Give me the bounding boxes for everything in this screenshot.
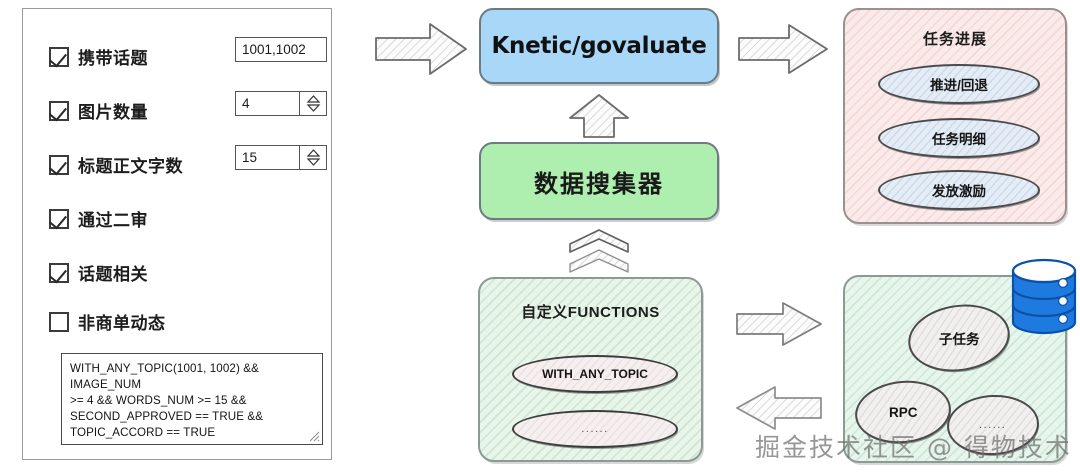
progress-label: 任务明细 xyxy=(932,132,986,147)
expression-text: WITH_ANY_TOPIC(1001, 1002) && IMAGE_NUM … xyxy=(70,362,264,439)
expression-textarea[interactable]: WITH_ANY_TOPIC(1001, 1002) && IMAGE_NUM … xyxy=(61,353,323,445)
collector-box[interactable]: 数据搜集器 xyxy=(479,142,719,220)
arrow-functions-to-collector xyxy=(569,229,629,273)
form-row-2[interactable]: 标题正文字数 xyxy=(49,152,183,177)
checkbox-second-approved[interactable] xyxy=(49,208,69,229)
function-ellipse-more[interactable]: ...... xyxy=(512,410,678,448)
custom-functions-box[interactable]: 自定义FUNCTIONS WITH_ANY_TOPIC ...... xyxy=(478,277,703,462)
engine-title: Knetic/govaluate xyxy=(491,33,707,59)
task-ellipse-rpc[interactable]: RPC xyxy=(852,376,954,448)
form-row-3[interactable]: 通过二审 xyxy=(49,206,148,231)
task-progress-title: 任务进展 xyxy=(922,31,987,48)
form-row-4[interactable]: 话题相关 xyxy=(49,260,148,285)
form-row-0[interactable]: 携带话题 xyxy=(49,44,148,69)
resize-grip-icon[interactable] xyxy=(309,431,320,442)
form-row-label: 话题相关 xyxy=(78,265,148,284)
checkbox-word-count[interactable] xyxy=(49,154,69,175)
collector-title: 数据搜集器 xyxy=(534,170,664,198)
engine-box[interactable]: Knetic/govaluate xyxy=(479,8,719,84)
progress-ellipse-task-detail[interactable]: 任务明细 xyxy=(878,118,1040,158)
progress-label: 推进/回退 xyxy=(930,78,988,93)
image-count-stepper[interactable]: 4 xyxy=(235,91,327,116)
task-ellipse-subtask[interactable]: 子任务 xyxy=(903,298,1015,378)
arrow-tasks-to-functions xyxy=(736,386,822,430)
task-ellipse-more[interactable]: ...... xyxy=(945,392,1041,458)
custom-functions-title: 自定义FUNCTIONS xyxy=(521,304,660,321)
arrow-collector-to-engine xyxy=(569,94,629,138)
function-label: WITH_ANY_TOPIC xyxy=(542,367,648,381)
rule-builder-panel: 携带话题 1001,1002 图片数量 4 标题正文字数 15 通过 xyxy=(22,8,332,460)
database-cylinder-icon xyxy=(1011,258,1077,335)
spinner-icon[interactable] xyxy=(299,92,326,115)
checkbox-image-count[interactable] xyxy=(49,100,69,121)
form-row-label: 非商单动态 xyxy=(78,314,166,333)
function-ellipse-with-any-topic[interactable]: WITH_ANY_TOPIC xyxy=(512,355,678,393)
arrow-functions-to-tasks xyxy=(736,302,822,346)
arrow-engine-to-progress xyxy=(738,24,828,74)
task-label: RPC xyxy=(888,404,918,420)
arrow-form-to-engine xyxy=(375,23,467,75)
checkbox-non-commercial[interactable] xyxy=(49,311,69,332)
task-label: 子任务 xyxy=(938,332,980,347)
word-count-stepper[interactable]: 15 xyxy=(235,145,327,170)
image-count-value: 4 xyxy=(242,96,250,111)
task-label: ...... xyxy=(979,419,1007,431)
form-row-5[interactable]: 非商单动态 xyxy=(49,309,166,334)
checkbox-topic[interactable] xyxy=(49,46,69,67)
checkbox-topic-accord[interactable] xyxy=(49,262,69,283)
word-count-value: 15 xyxy=(242,150,258,165)
progress-ellipse-issue-reward[interactable]: 发放激励 xyxy=(878,170,1040,210)
task-progress-box[interactable]: 任务进展 推进/回退 任务明细 发放激励 xyxy=(843,8,1067,224)
form-row-label: 标题正文字数 xyxy=(78,157,183,176)
form-row-1[interactable]: 图片数量 xyxy=(49,98,148,123)
progress-label: 发放激励 xyxy=(932,184,986,199)
progress-ellipse-advance-rollback[interactable]: 推进/回退 xyxy=(878,64,1040,104)
form-row-label: 图片数量 xyxy=(78,103,148,122)
function-label: ...... xyxy=(581,423,609,435)
form-row-label: 携带话题 xyxy=(78,49,148,68)
spinner-icon[interactable] xyxy=(299,146,326,169)
topic-ids-value: 1001,1002 xyxy=(242,42,306,57)
form-row-label: 通过二审 xyxy=(78,211,148,230)
topic-ids-input[interactable]: 1001,1002 xyxy=(235,37,327,62)
